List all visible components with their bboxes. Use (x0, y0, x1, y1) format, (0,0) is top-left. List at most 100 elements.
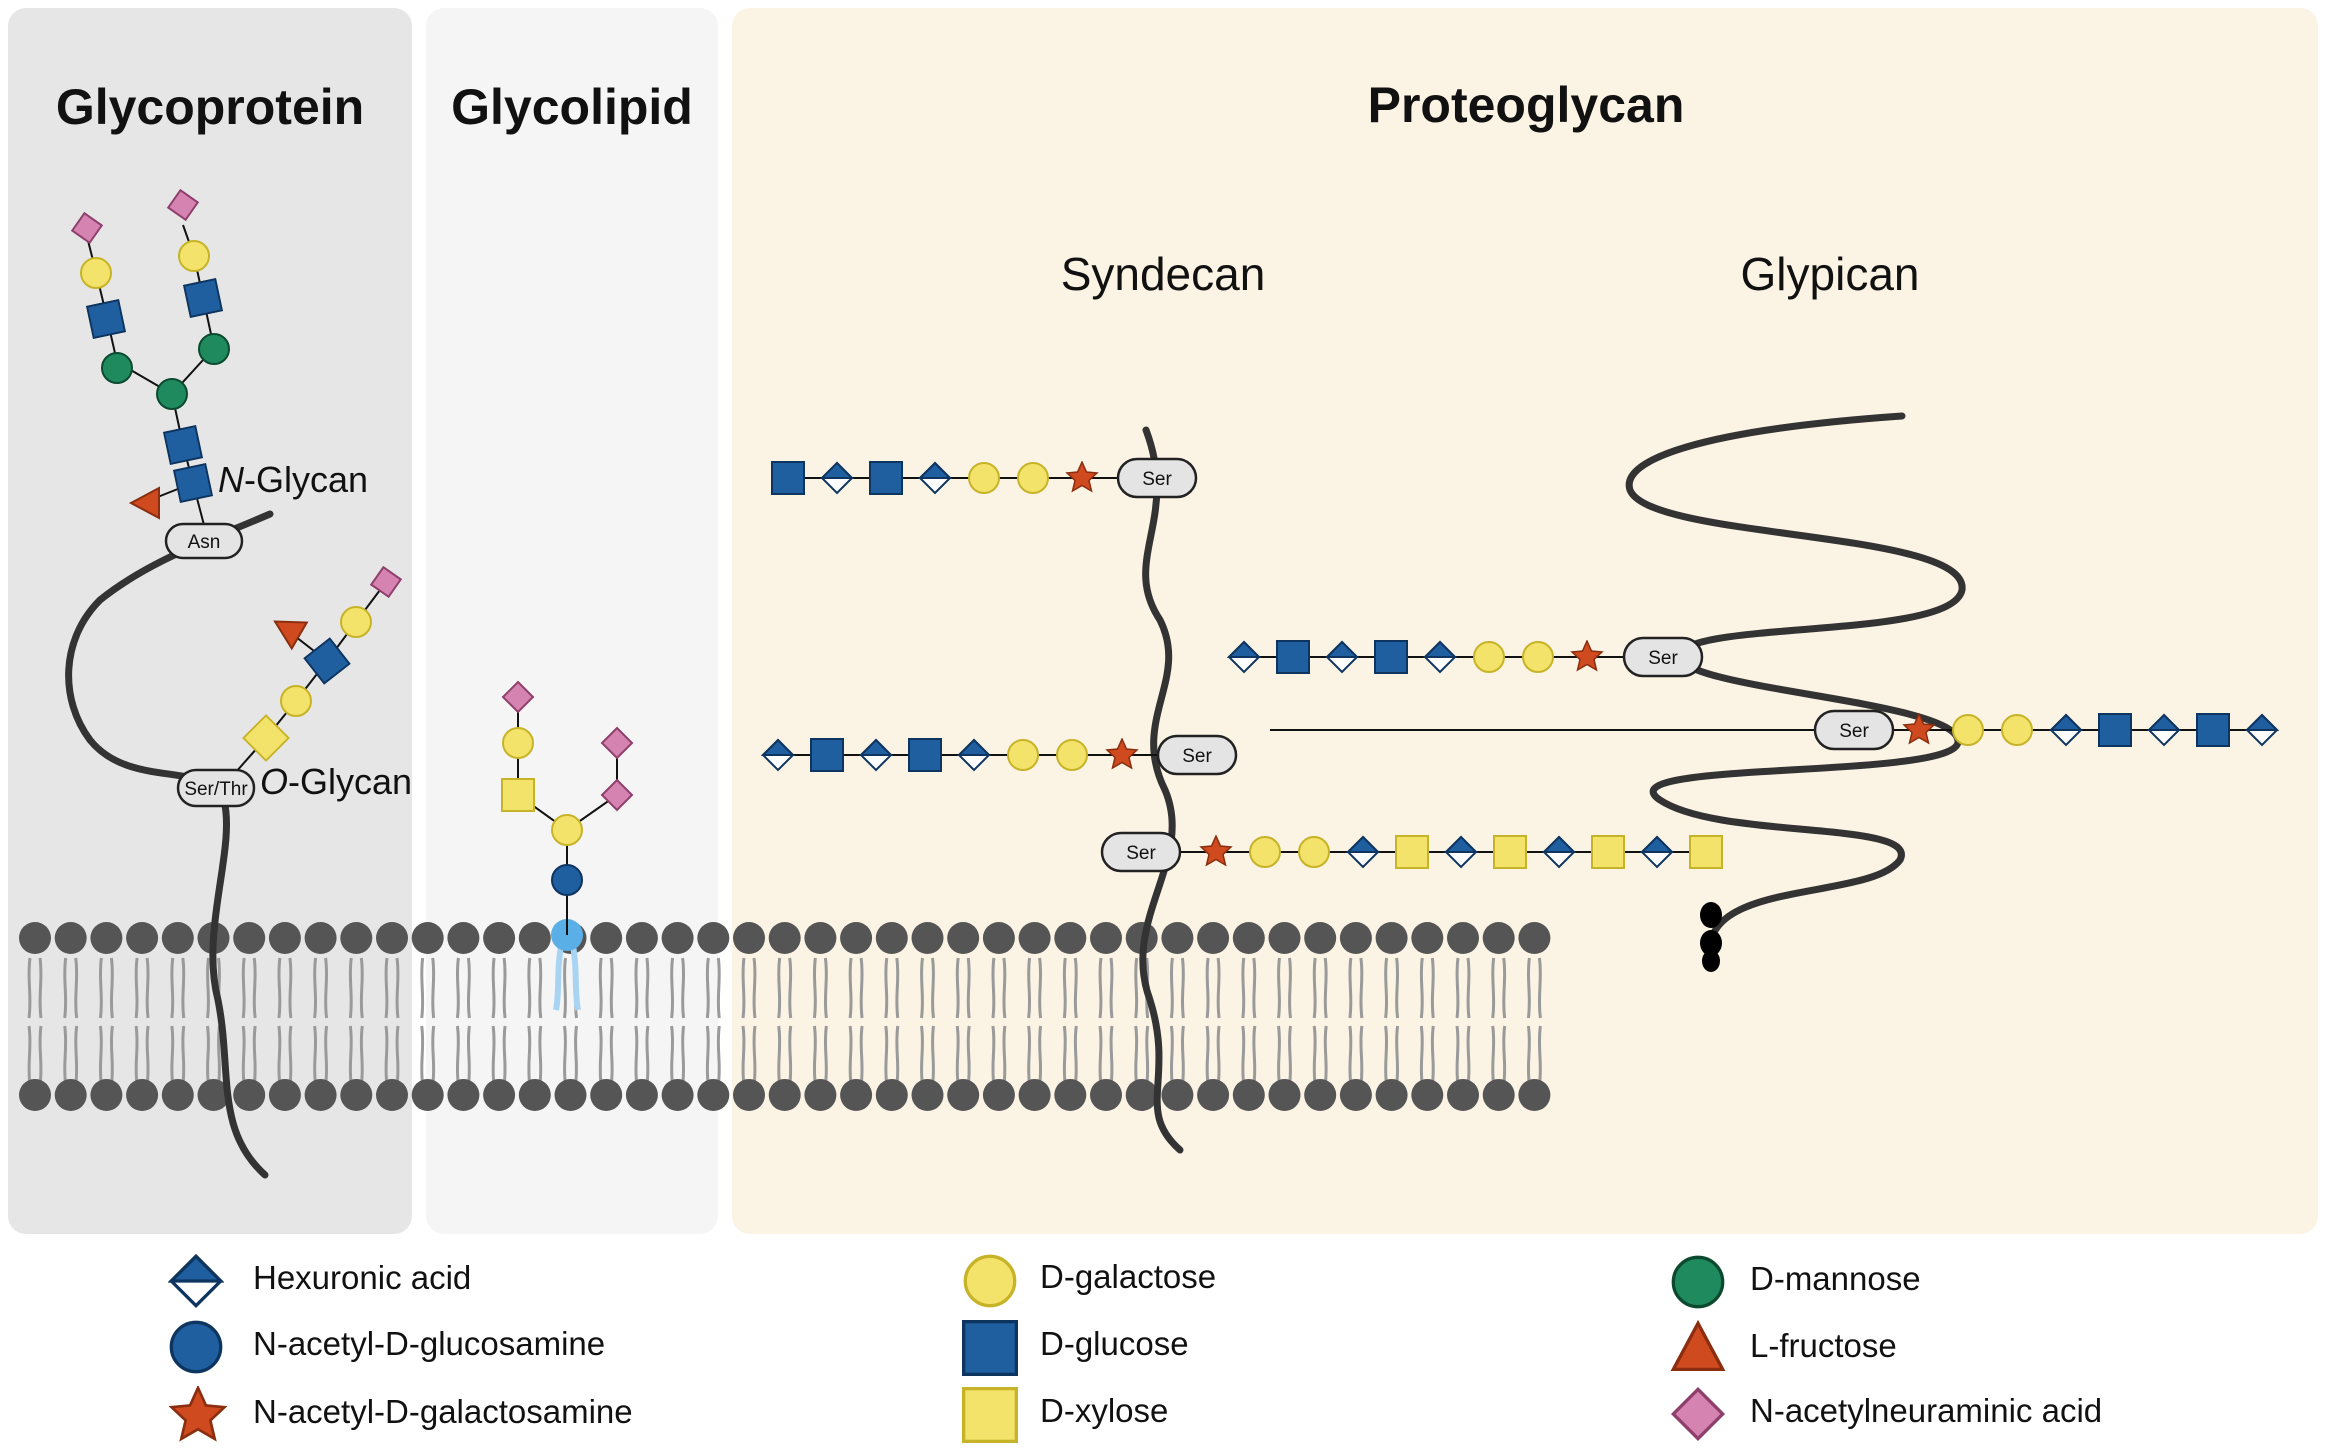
mannose-icon (1671, 1255, 1725, 1309)
lipid-tail (1419, 1025, 1435, 1086)
galactose-icon (551, 814, 583, 846)
lipid-head (840, 1079, 873, 1111)
n-acetyl-galactosamine-icon (170, 1386, 226, 1441)
lipid-head (518, 1079, 551, 1111)
mannose-icon (156, 378, 188, 410)
lipid-head (233, 922, 266, 954)
glucose-icon (2196, 713, 2230, 747)
glycolipid-title: Glycolipid (451, 79, 693, 135)
lipid-head (447, 922, 480, 954)
lipid-tail (455, 1025, 471, 1086)
legend: Hexuronic acid N-acetyl-D-glucosamine N-… (169, 1254, 2102, 1443)
galactose-icon (1249, 836, 1281, 868)
syndecan-title: Syndecan (1061, 248, 1266, 300)
mannose-icon (198, 333, 230, 365)
lipid-head (733, 922, 765, 954)
lipid-head (1447, 922, 1479, 954)
lipid-head (1125, 1079, 1158, 1111)
lipid-head (340, 1079, 373, 1111)
galactose-icon (1298, 836, 1330, 868)
lipid-head (1304, 1079, 1337, 1111)
lipid-tail (1526, 1025, 1542, 1086)
lipid-head (768, 922, 801, 954)
lipid-head (590, 922, 623, 954)
asn-tag: Asn (164, 522, 244, 560)
lipid-tail (991, 957, 1007, 1019)
syndecan-chain (1139, 426, 1184, 1154)
lipid-tail (1419, 957, 1435, 1019)
lipid-tail (455, 957, 471, 1019)
o-glycan-label: O-Glycan (260, 761, 412, 802)
lipid-head (1161, 922, 1194, 954)
lipid-tail (705, 957, 721, 1019)
glucose-icon (869, 461, 903, 495)
lipid-head (804, 922, 837, 954)
proteoglycan-panel (732, 8, 2318, 1234)
lipid-tail (1169, 957, 1185, 1019)
galactose-icon (1952, 714, 1984, 746)
svg-text:Ser/Thr: Ser/Thr (184, 779, 248, 800)
lipid-tail (598, 957, 614, 1019)
lipid-head (1018, 922, 1051, 954)
svg-text:Ser: Ser (1126, 843, 1156, 864)
gpi-anchor (1700, 902, 1722, 972)
lipid-head (697, 922, 730, 954)
lipid-tail (384, 957, 400, 1019)
lipid-tail (670, 1025, 686, 1086)
lipid-head (126, 1079, 159, 1111)
lipid-head (1375, 1079, 1408, 1111)
lipid-tail (241, 957, 257, 1019)
lipid-tail (1062, 1025, 1078, 1086)
lipid-tail (1455, 1025, 1471, 1086)
lipid-tail (598, 1025, 614, 1086)
lipid-head (1232, 922, 1265, 954)
lipid-tail (1027, 1025, 1043, 1086)
lipid-tail (884, 1025, 900, 1086)
lipid-tail (98, 957, 114, 1019)
lipid-tail (563, 1025, 578, 1086)
glucose-icon (86, 299, 126, 339)
lipid-tail (1455, 957, 1471, 1019)
glucose-icon (183, 278, 223, 318)
lipid-tail (705, 1025, 721, 1086)
fructose-icon (1671, 1321, 1725, 1372)
lipid-head (590, 1079, 623, 1111)
lipid-tail (920, 957, 935, 1019)
lipid-tail (1062, 957, 1078, 1019)
galactose-icon (2001, 714, 2033, 746)
lipid-tail (634, 957, 650, 1019)
lipid-tail (812, 957, 828, 1019)
lipid-tail (348, 1025, 364, 1086)
lipid-tail (527, 957, 543, 1019)
lipid-head (304, 922, 337, 954)
lipid-head (483, 922, 516, 954)
galactose-icon (1017, 462, 1049, 494)
lipid-head (268, 1079, 301, 1111)
lipid-head (1090, 922, 1122, 954)
lipid-head (1411, 922, 1444, 954)
galactose-icon (502, 727, 534, 759)
lipid-head (1268, 1079, 1301, 1111)
lipid-tail (1491, 1025, 1507, 1086)
lipid-head (768, 1079, 801, 1111)
lipid-tail (277, 957, 293, 1019)
n-acetyl-glucosamine-icon (169, 1320, 223, 1374)
lipid-head (90, 1079, 123, 1111)
glucose-icon (771, 461, 805, 495)
lipid-tail (955, 957, 971, 1019)
glucose-icon (810, 738, 844, 772)
lipid-head (1304, 922, 1337, 954)
galactose-icon (1056, 739, 1088, 771)
lipid-tail (491, 957, 507, 1019)
lipid-head (1161, 1079, 1194, 1111)
lipid-tail (134, 1025, 150, 1086)
lipid-tail (920, 1025, 935, 1086)
lipid-tail (1098, 1025, 1114, 1086)
lipid-head (947, 1079, 980, 1111)
lipid-head (19, 1079, 51, 1111)
lipid-tail (1348, 1025, 1364, 1086)
glypican-title: Glypican (1741, 248, 1920, 300)
lipid-head (911, 1079, 944, 1111)
glucose-icon (1276, 640, 1310, 674)
